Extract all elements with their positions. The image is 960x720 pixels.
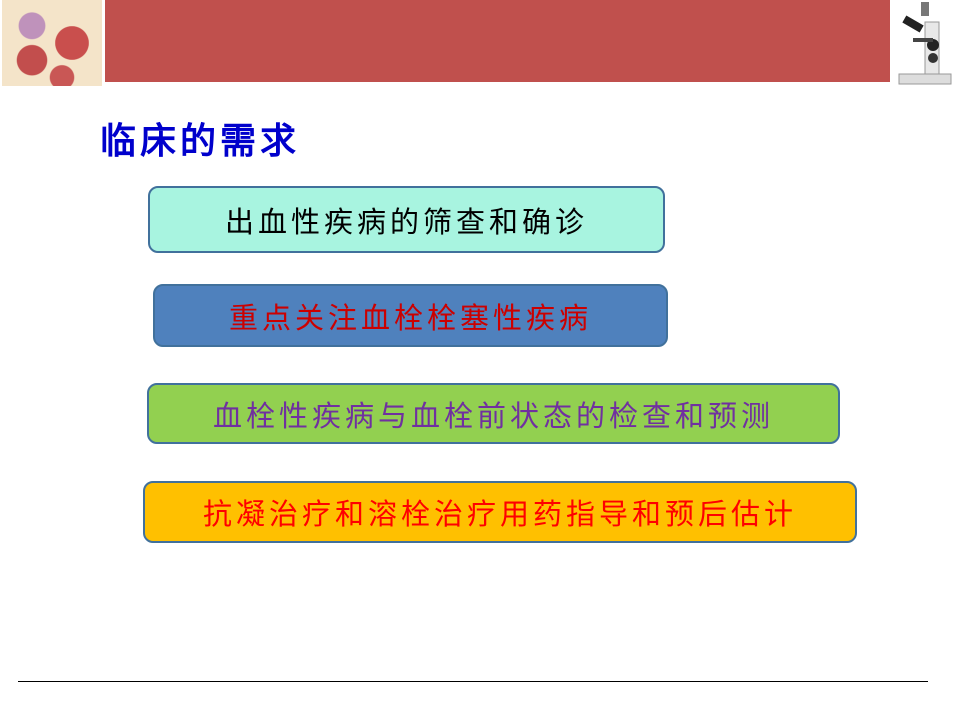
item-text: 重点关注血栓栓塞性疾病 [228,300,592,335]
item-text: 血栓性疾病与血栓前状态的检查和预测 [212,398,774,433]
microscope-image [893,0,957,86]
slide-title: 临床的需求 [100,121,301,162]
item-box-anticoagulation-guidance: 抗凝治疗和溶栓治疗用药指导和预后估计 [143,481,857,543]
item-box-thrombotic-focus: 重点关注血栓栓塞性疾病 [153,284,668,347]
item-text: 出血性疾病的筛查和确诊 [224,204,588,239]
item-text: 抗凝治疗和溶栓治疗用药指导和预后估计 [202,497,797,531]
footer-divider [18,681,928,682]
blood-cells-image [2,0,102,86]
item-box-thrombosis-prediction: 血栓性疾病与血栓前状态的检查和预测 [147,383,840,444]
item-box-bleeding-screening: 出血性疾病的筛查和确诊 [148,186,665,253]
header-bar [105,0,890,82]
